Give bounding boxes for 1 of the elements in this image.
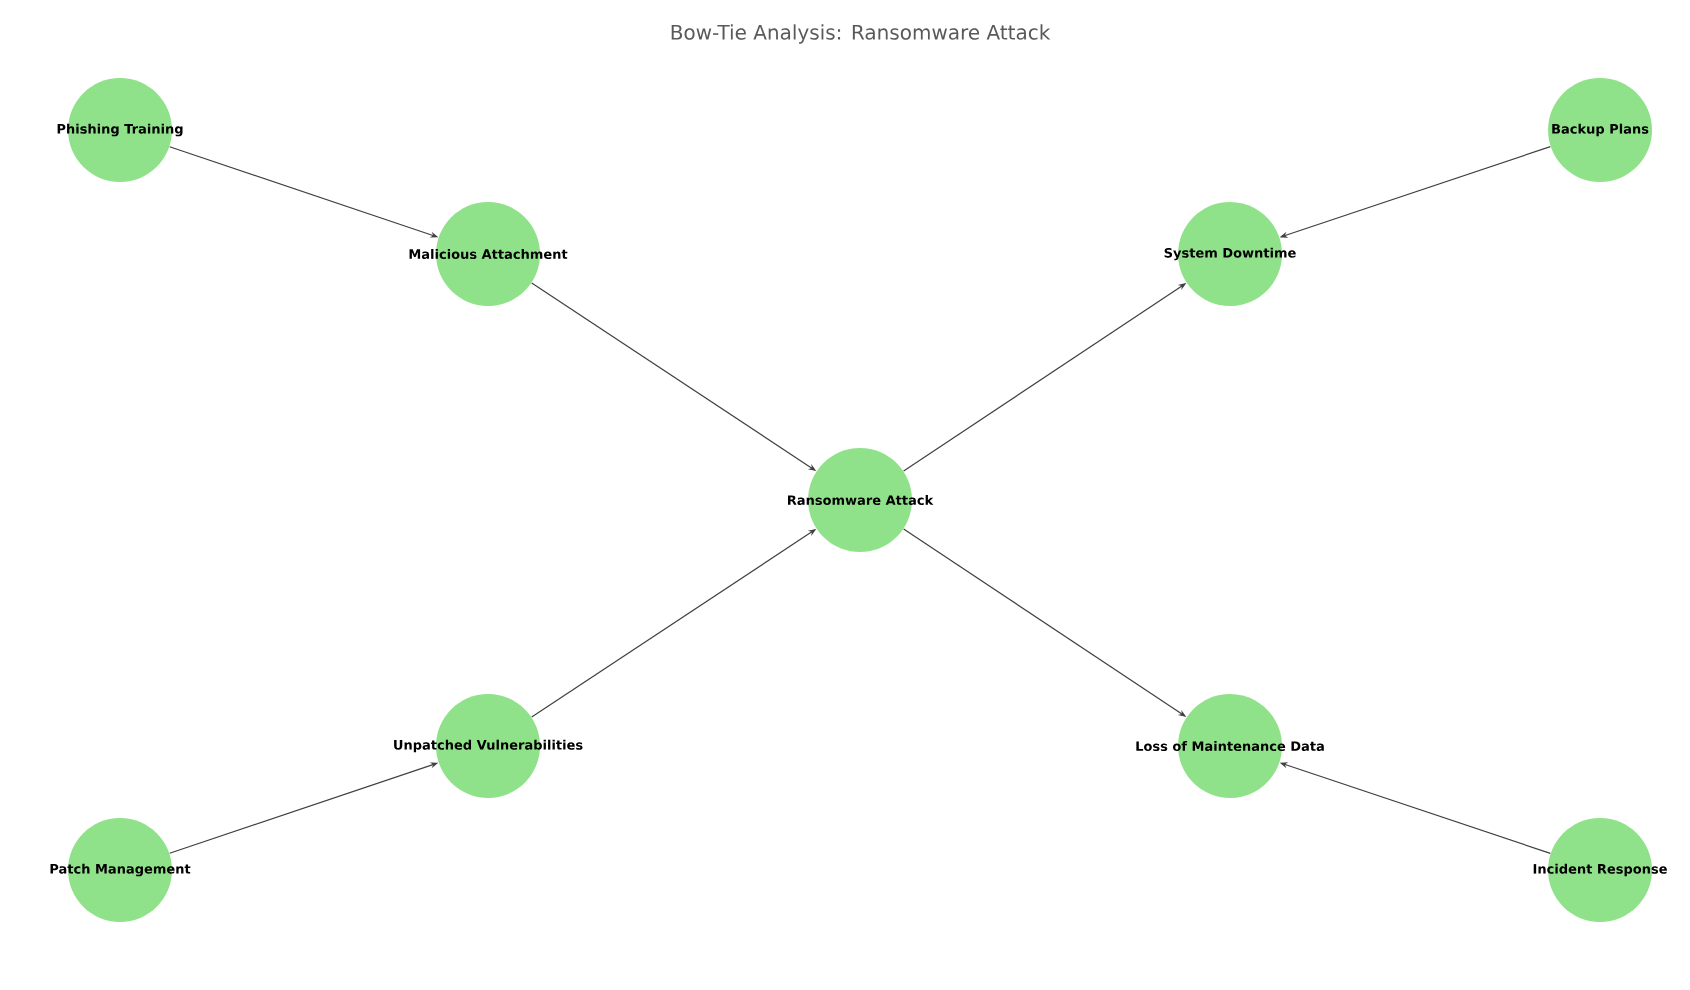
title: Bow-Tie Analysis: Ransomware Attack <box>671 24 1051 44</box>
